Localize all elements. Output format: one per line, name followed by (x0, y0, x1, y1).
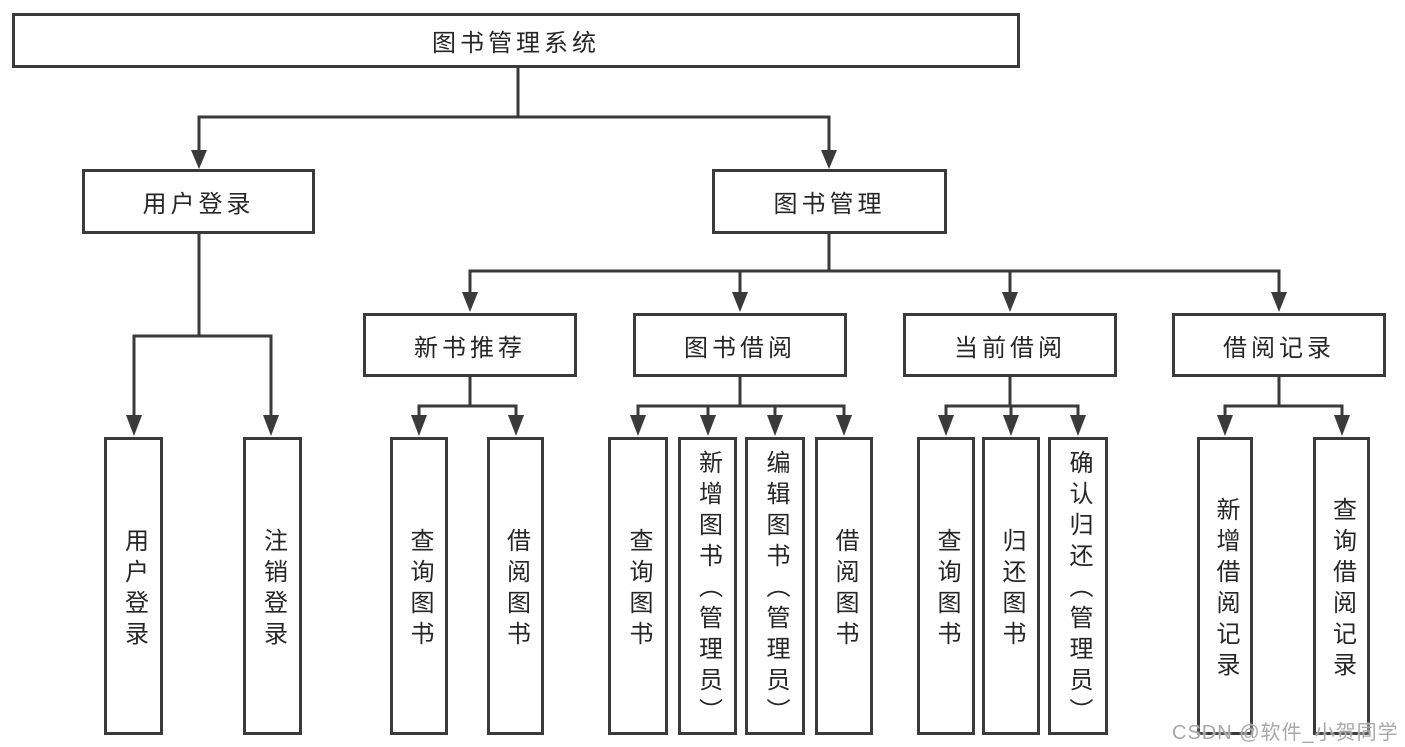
node-label: 图书管理系统 (432, 30, 600, 57)
arrowhead (462, 292, 478, 312)
node-leaf-query-borrow-record: 查询借阅记录 (1313, 437, 1370, 735)
node-label: 查询图书 (625, 527, 652, 652)
connector-book-management-to-level3 (462, 232, 1287, 312)
node-label: 确认归还（管理员） (1065, 450, 1092, 729)
node-label: 归还图书 (998, 527, 1025, 652)
node-label: 借阅图书 (502, 527, 530, 652)
csdn-watermark: CSDN @软件_小贺同学 (1172, 722, 1399, 744)
arrowhead (1002, 292, 1018, 312)
node-label: 图书管理 (773, 191, 886, 218)
arrowhead (700, 415, 716, 436)
arrowhead (767, 415, 783, 436)
node-new-book-recommendation: 新书推荐 (363, 313, 577, 377)
node-label: 新增图书（管理员） (694, 450, 722, 729)
connector-borrowing-to-leaves (630, 375, 852, 436)
arrowhead (630, 415, 646, 436)
node-label: 借阅图书 (831, 527, 858, 652)
node-label: 查询图书 (406, 527, 433, 652)
node-label: 图书借阅 (684, 334, 796, 362)
node-user-login: 用户登录 (82, 169, 315, 234)
arrowhead (191, 150, 207, 169)
node-label: 查询图书 (933, 527, 960, 652)
connector-current-borrowing-to-leaves (938, 375, 1086, 436)
arrowhead (1334, 415, 1350, 436)
node-book-borrowing: 图书借阅 (633, 313, 847, 377)
node-borrowing-records: 借阅记录 (1172, 313, 1386, 377)
arrowhead (836, 415, 852, 436)
connector-user-login-to-leaves (126, 232, 279, 436)
arrowhead (508, 415, 524, 436)
arrowhead (1070, 415, 1086, 436)
node-leaf-add-books-admin: 新增图书（管理员） (678, 437, 737, 735)
arrowhead (1217, 415, 1233, 436)
arrowhead (1271, 292, 1287, 312)
node-leaf-current-query-books: 查询图书 (917, 437, 975, 735)
arrowhead (411, 415, 427, 436)
arrowhead (126, 415, 142, 436)
arrowhead (263, 415, 279, 436)
node-label: 用户登录 (142, 191, 255, 218)
arrowhead (938, 415, 954, 436)
node-label: 查询借阅记录 (1328, 496, 1356, 683)
node-label: 新书推荐 (414, 334, 526, 362)
node-leaf-confirm-return-admin: 确认归还（管理员） (1048, 437, 1108, 735)
node-leaf-borrowing-query-books: 查询图书 (608, 437, 668, 735)
node-leaf-edit-books-admin: 编辑图书（管理员） (745, 437, 805, 735)
node-label: 编辑图书（管理员） (762, 450, 789, 729)
node-label: 借阅记录 (1223, 334, 1335, 362)
node-label: 用户登录 (120, 527, 148, 652)
connector-recommendation-to-leaves (411, 375, 524, 436)
node-book-management: 图书管理 (712, 169, 947, 234)
connector-records-to-leaves (1217, 375, 1350, 436)
arrowhead (732, 292, 748, 312)
node-leaf-logout: 注销登录 (243, 437, 302, 735)
arrowhead (821, 150, 837, 169)
node-leaf-recommend-query-books: 查询图书 (390, 437, 448, 735)
node-leaf-borrowing-borrow-books: 借阅图书 (815, 437, 873, 735)
node-leaf-user-login: 用户登录 (104, 437, 163, 735)
node-library-management-system: 图书管理系统 (12, 13, 1020, 68)
node-leaf-add-borrow-record: 新增借阅记录 (1197, 437, 1253, 735)
arrowhead (1003, 415, 1019, 436)
node-label: 新增借阅记录 (1212, 496, 1239, 683)
node-leaf-return-books: 归还图书 (982, 437, 1040, 735)
node-label: 当前借阅 (954, 334, 1066, 362)
node-label: 注销登录 (259, 527, 287, 652)
node-leaf-recommend-borrow-books: 借阅图书 (487, 437, 544, 735)
node-current-borrowing: 当前借阅 (903, 313, 1117, 377)
connector-root-to-level2 (191, 66, 837, 169)
